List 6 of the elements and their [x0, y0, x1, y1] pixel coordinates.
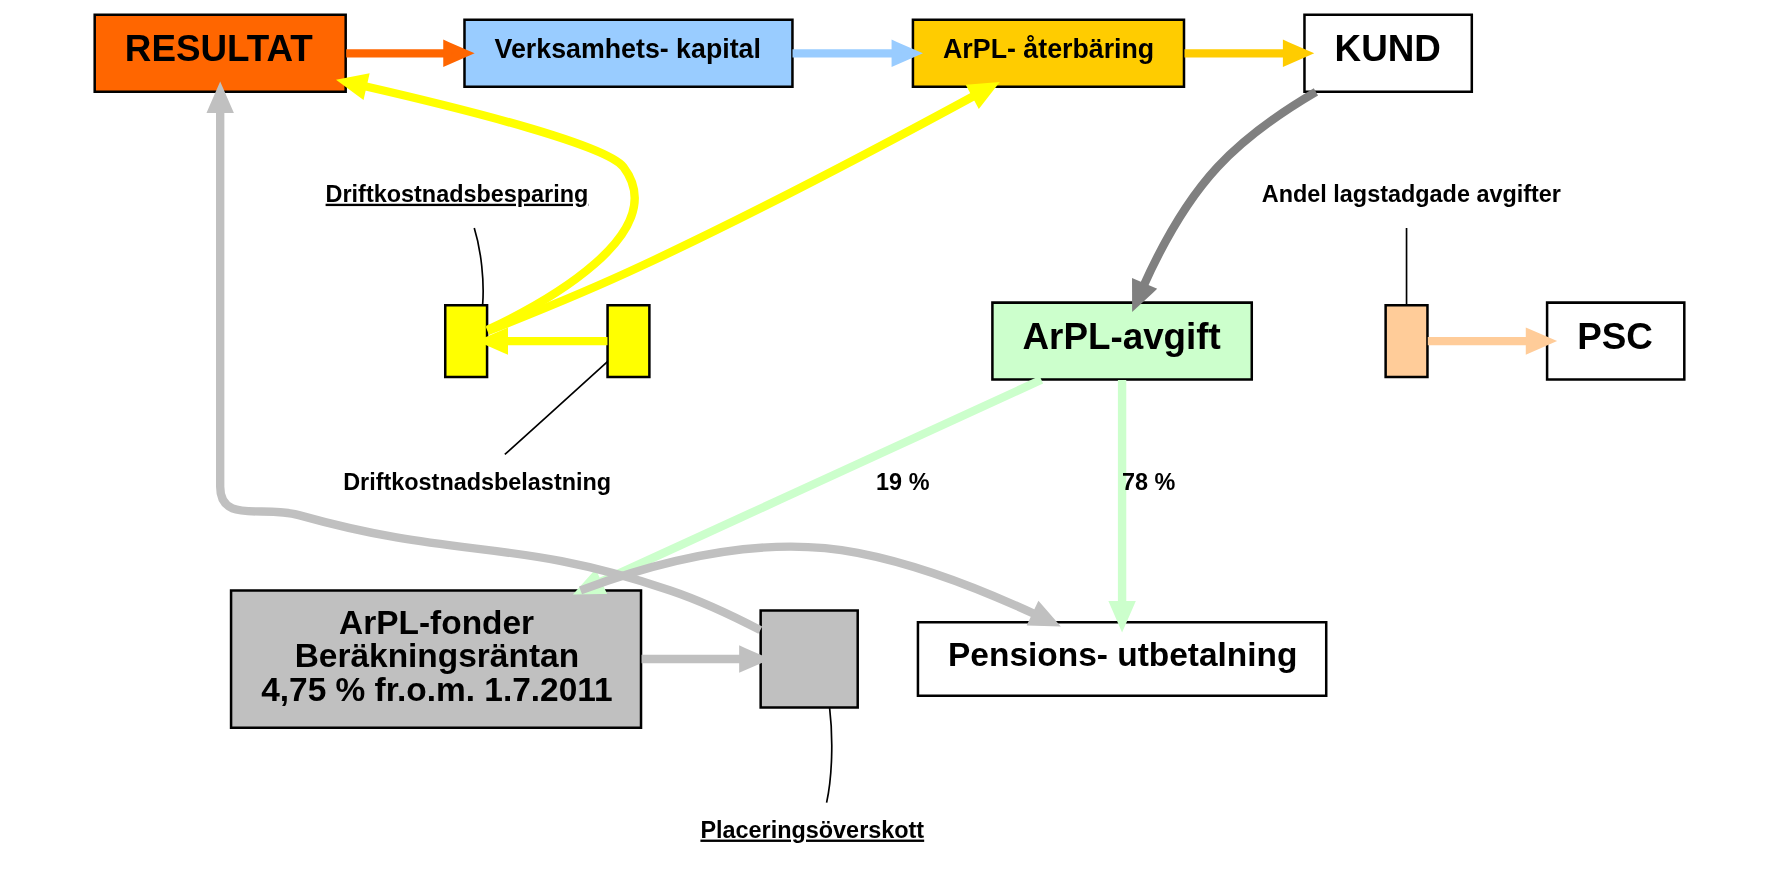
- node-text: Andel lagstadgade avgifter: [1261, 180, 1561, 207]
- node-text: Driftkostnadsbesparing: [325, 180, 588, 207]
- edge-label: 78 %: [1121, 468, 1175, 495]
- node-text: Placeringsöverskott: [699, 816, 924, 843]
- node-text: Driftkostnadsbelastning: [342, 468, 611, 495]
- edge-label: 19 %: [875, 468, 929, 495]
